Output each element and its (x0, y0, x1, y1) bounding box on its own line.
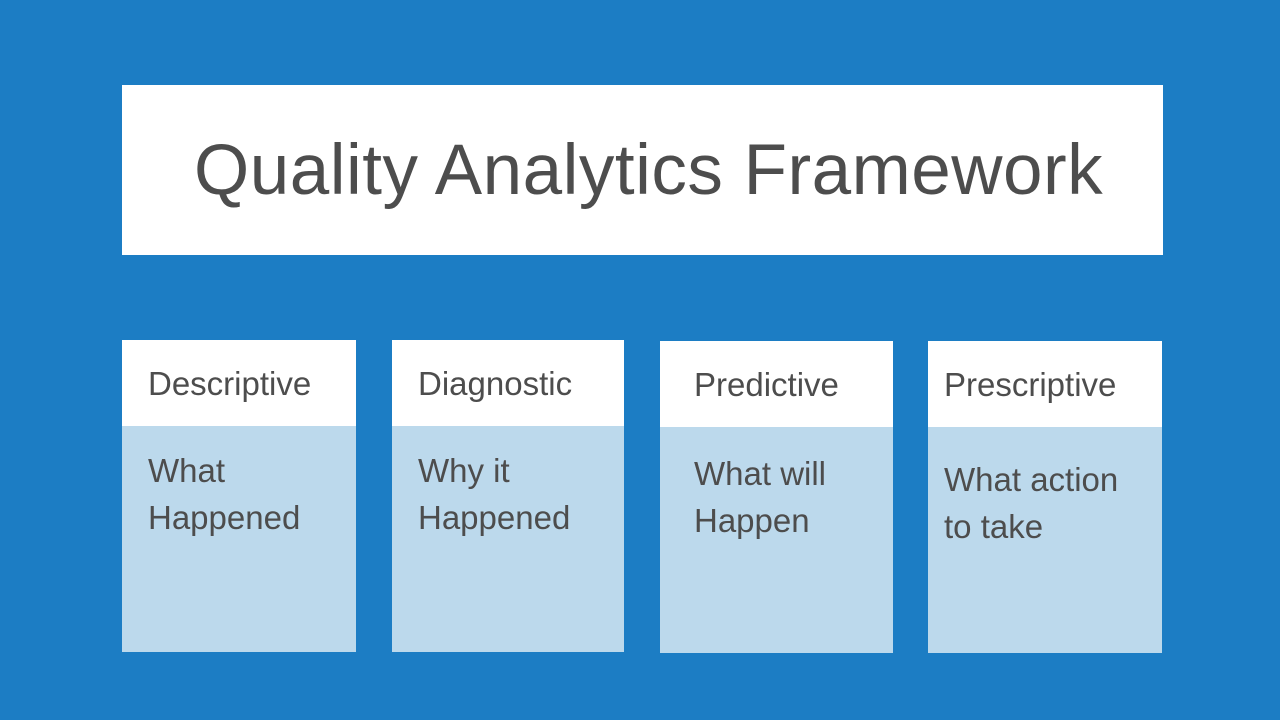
card-predictive-body: What will Happen (660, 427, 893, 545)
card-diagnostic-header: Diagnostic (392, 340, 624, 426)
card-descriptive[interactable]: Descriptive What Happened (122, 340, 356, 652)
card-diagnostic-body: Why it Happened (392, 426, 624, 542)
card-predictive[interactable]: Predictive What will Happen (660, 341, 893, 653)
card-predictive-title: Predictive (694, 365, 839, 403)
card-diagnostic-title: Diagnostic (418, 364, 573, 402)
card-prescriptive[interactable]: Prescriptive What action to take (928, 341, 1162, 653)
card-diagnostic[interactable]: Diagnostic Why it Happened (392, 340, 624, 652)
card-prescriptive-header: Prescriptive (928, 341, 1162, 427)
card-descriptive-body: What Happened (122, 426, 356, 542)
page-title: Quality Analytics Framework (194, 130, 1104, 210)
card-prescriptive-body: What action to take (928, 427, 1162, 551)
card-prescriptive-description: What action to take (944, 461, 1119, 545)
card-descriptive-header: Descriptive (122, 340, 356, 426)
card-predictive-description: What will Happen (694, 455, 827, 539)
card-prescriptive-title: Prescriptive (944, 365, 1117, 403)
card-descriptive-description: What Happened (148, 452, 301, 536)
card-diagnostic-description: Why it Happened (418, 452, 571, 536)
title-banner: Quality Analytics Framework (122, 85, 1163, 255)
card-predictive-header: Predictive (660, 341, 893, 427)
card-descriptive-title: Descriptive (148, 364, 312, 402)
